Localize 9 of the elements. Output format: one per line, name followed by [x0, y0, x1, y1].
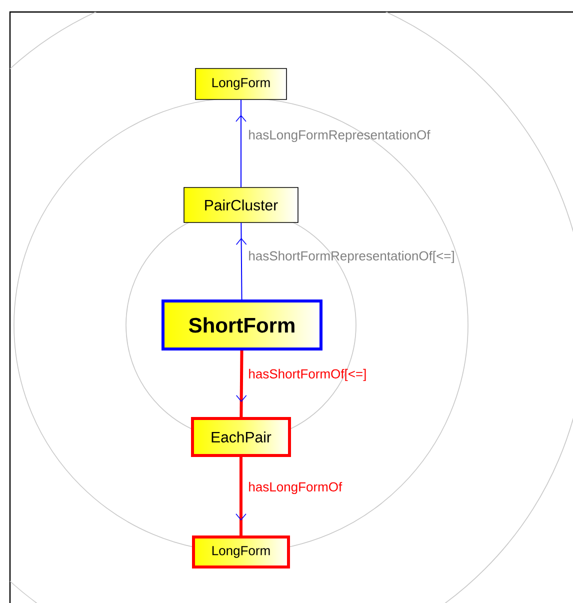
class-box: ShortForm — [162, 300, 322, 350]
edge-label: hasLongFormOf — [249, 482, 342, 494]
edge-label: hasShortFormOf[<=] — [249, 368, 366, 382]
edge-label: hasLongFormRepresentationOf — [249, 130, 430, 142]
class-box: EachPair — [191, 417, 291, 457]
class-box: PairCluster — [184, 187, 298, 223]
class-box: LongForm — [192, 536, 290, 568]
class-box: LongForm — [195, 68, 287, 100]
edge-label: hasShortFormRepresentationOf[<=] — [249, 250, 454, 264]
